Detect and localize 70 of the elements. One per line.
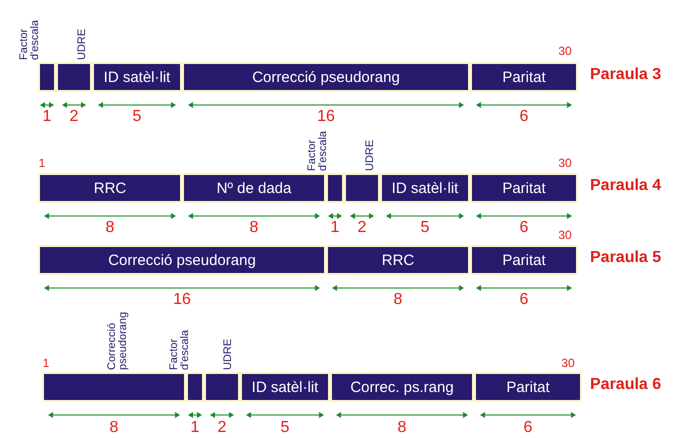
field-name-vertical: Factor d'escala xyxy=(19,18,41,60)
bit-count: 6 xyxy=(520,219,528,237)
bit-number: 30 xyxy=(558,156,572,170)
field-name: Paritat xyxy=(506,378,550,396)
bit-count: 8 xyxy=(110,419,118,437)
field-name-vertical: UDRE xyxy=(76,30,88,60)
field-box xyxy=(470,62,578,92)
field-name-vertical: Factor d'escala xyxy=(169,328,191,370)
bit-count: 8 xyxy=(250,219,258,237)
bit-number: 1 xyxy=(38,156,46,170)
bit-count: 6 xyxy=(520,291,528,309)
field-name: Correcció pseudorang xyxy=(108,252,256,268)
field-name: ID satèl·lit xyxy=(252,378,318,396)
field-box xyxy=(204,372,240,402)
field-name: Nº de dada xyxy=(216,180,292,196)
field-box xyxy=(186,372,204,402)
field-box xyxy=(182,62,470,92)
bit-count: 2 xyxy=(218,419,226,437)
bit-count: 5 xyxy=(420,219,430,237)
field-name-vertical: UDRE xyxy=(364,141,376,171)
bit-count: 5 xyxy=(280,419,290,437)
bit-number: 30 xyxy=(558,228,572,242)
field-box xyxy=(38,173,182,203)
field-name: RRC xyxy=(94,180,126,196)
bit-count: 1 xyxy=(190,419,200,437)
field-box xyxy=(38,245,326,275)
field-box xyxy=(38,62,56,92)
field-box xyxy=(330,372,474,402)
field-name: ID satèl·lit xyxy=(392,180,458,196)
field-box xyxy=(240,372,330,402)
bit-count: 6 xyxy=(520,108,528,126)
field-box xyxy=(182,173,326,203)
bit-count: 16 xyxy=(317,108,335,126)
bit-count: 5 xyxy=(132,108,142,126)
field-name-vertical: Factor d'escala xyxy=(307,130,329,171)
bit-number: 30 xyxy=(558,44,572,58)
field-name: RRC xyxy=(382,252,414,268)
field-name-vertical: UDRE xyxy=(222,340,234,370)
bit-count: 1 xyxy=(330,219,340,237)
field-name: Paritat xyxy=(502,252,546,268)
bit-count: 1 xyxy=(42,108,52,126)
field-box xyxy=(474,372,582,402)
bit-number: 30 xyxy=(561,356,575,370)
bit-count: 8 xyxy=(394,291,402,309)
field-box xyxy=(326,173,344,203)
bit-count: 8 xyxy=(398,419,406,437)
field-name: Paritat xyxy=(502,68,546,86)
word-label: Paraula 5 xyxy=(590,249,662,267)
field-box xyxy=(92,62,182,92)
bit-count: 8 xyxy=(106,219,114,237)
field-box xyxy=(42,372,186,402)
bit-number: 1 xyxy=(42,356,50,370)
field-box xyxy=(326,245,470,275)
field-box xyxy=(470,173,578,203)
word-label: Paraula 6 xyxy=(590,376,662,394)
field-name: ID satèl·lit xyxy=(104,68,170,86)
bit-count: 2 xyxy=(70,108,78,126)
field-box xyxy=(344,173,380,203)
bit-count: 16 xyxy=(173,291,191,309)
field-name: Correcció pseudorang xyxy=(252,68,400,86)
word-label: Paraula 3 xyxy=(590,66,662,84)
field-name: Paritat xyxy=(502,180,546,196)
field-name-vertical: Correcció pseudorang xyxy=(107,310,129,370)
bit-count: 6 xyxy=(524,419,532,437)
bit-count: 2 xyxy=(358,219,366,237)
field-box xyxy=(380,173,470,203)
field-name: Correc. ps.rang xyxy=(350,378,454,396)
field-box xyxy=(470,245,578,275)
field-box xyxy=(56,62,92,92)
word-label: Paraula 4 xyxy=(590,177,662,195)
